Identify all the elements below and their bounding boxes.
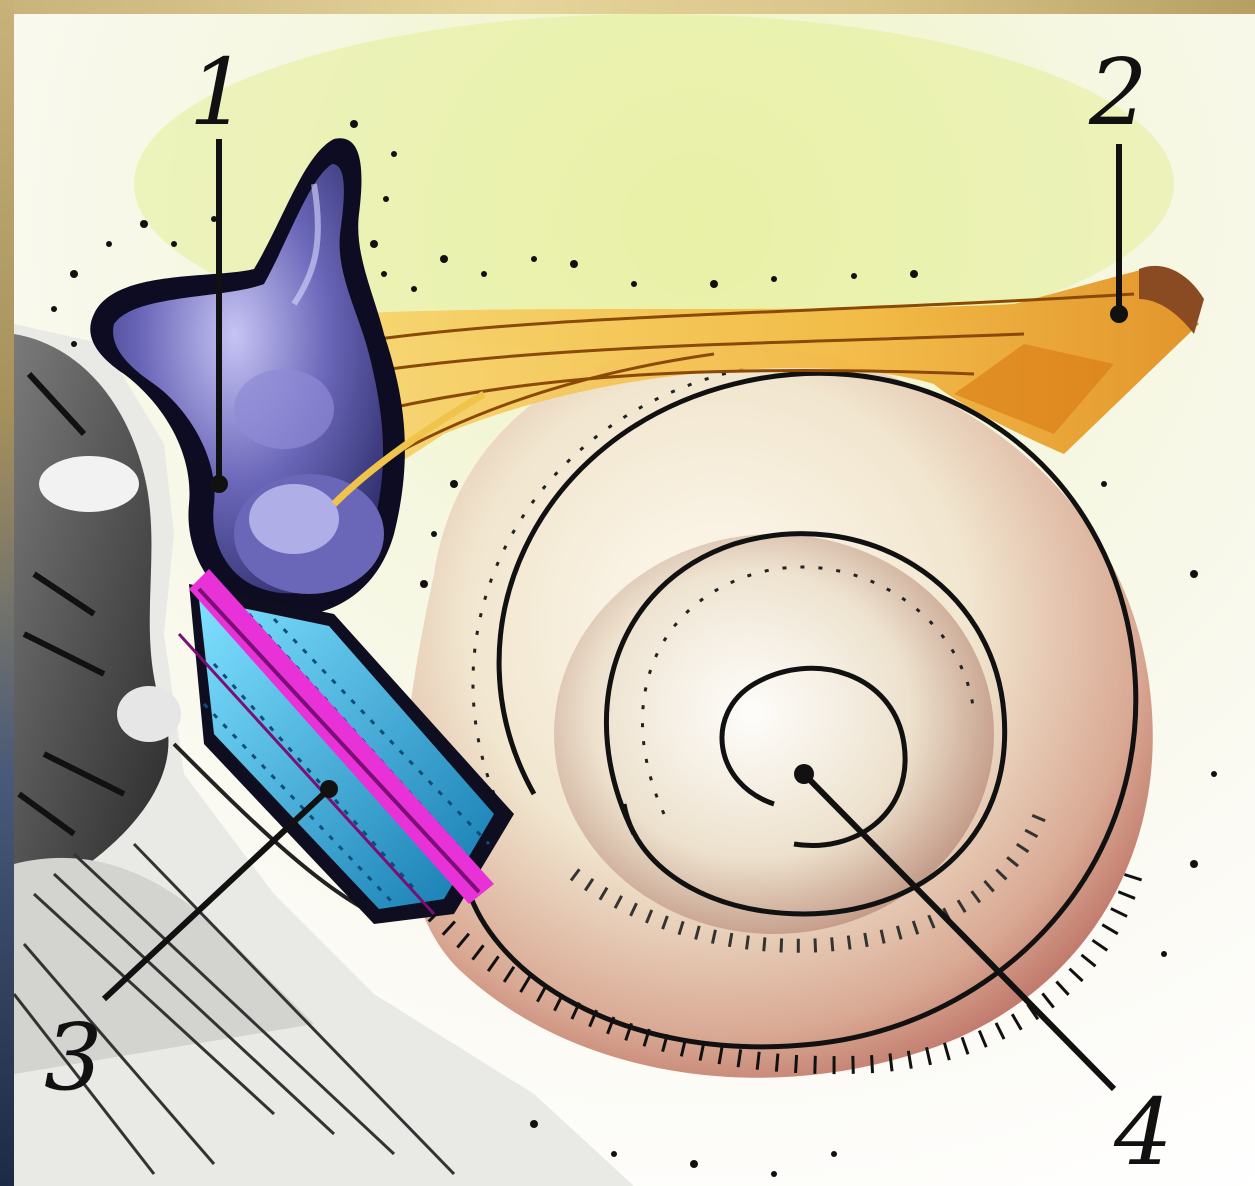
label-3: 3 bbox=[44, 1004, 103, 1111]
diagram-canvas: 1 2 3 4 bbox=[14, 14, 1255, 1186]
frame-border-top bbox=[0, 0, 1255, 14]
label-2: 2 bbox=[1088, 39, 1148, 146]
label-4: 4 bbox=[1113, 1079, 1173, 1186]
inner-ear-diagram: 1 2 3 4 bbox=[14, 14, 1255, 1186]
label-1: 1 bbox=[189, 39, 248, 146]
frame-border-left bbox=[0, 0, 14, 1186]
